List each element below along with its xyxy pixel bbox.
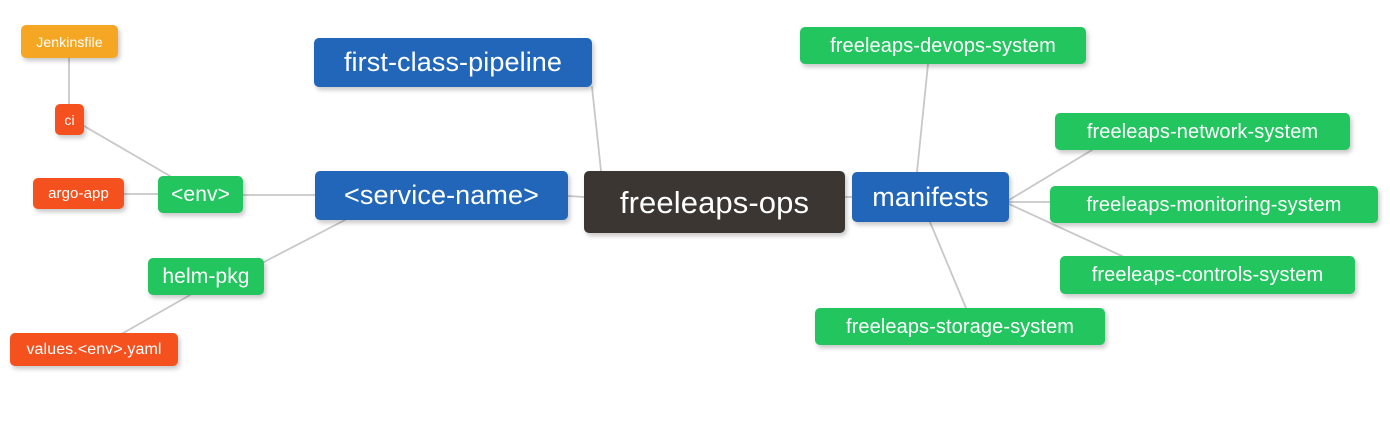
node-label-manifests: manifests — [872, 181, 989, 212]
edge-env-to-ci — [83, 125, 171, 177]
node-controls-system[interactable]: freeleaps-controls-system — [1060, 256, 1355, 294]
node-ci[interactable]: ci — [55, 104, 84, 135]
node-label-ci: ci — [64, 111, 75, 128]
node-label-monitoring-system: freeleaps-monitoring-system — [1086, 193, 1342, 216]
node-label-service-name: <service-name> — [344, 180, 539, 210]
node-label-helm-pkg: helm-pkg — [162, 265, 250, 288]
node-label-storage-system: freeleaps-storage-system — [845, 315, 1075, 338]
node-freeleaps-ops[interactable]: freeleaps-ops — [584, 171, 845, 233]
node-label-argo-app: argo-app — [48, 185, 109, 202]
node-helm-pkg[interactable]: helm-pkg — [148, 258, 264, 295]
edge-manifests-to-devops-system — [916, 63, 929, 173]
node-network-system[interactable]: freeleaps-network-system — [1055, 113, 1350, 150]
node-storage-system[interactable]: freeleaps-storage-system — [815, 308, 1105, 345]
node-devops-system[interactable]: freeleaps-devops-system — [800, 27, 1086, 64]
node-label-network-system: freeleaps-network-system — [1086, 120, 1319, 143]
node-label-values-yaml: values.<env>.yaml — [26, 340, 162, 358]
node-label-freeleaps-ops: freeleaps-ops — [619, 184, 810, 220]
node-label-env: <env> — [171, 183, 230, 206]
edge-freeleaps-ops-to-service-name — [567, 195, 585, 198]
node-jenkinsfile[interactable]: Jenkinsfile — [21, 25, 118, 58]
node-label-controls-system: freeleaps-controls-system — [1091, 264, 1324, 286]
edge-helm-pkg-to-values-yaml — [117, 294, 191, 337]
node-argo-app[interactable]: argo-app — [33, 178, 124, 209]
node-monitoring-system[interactable]: freeleaps-monitoring-system — [1050, 186, 1378, 223]
node-label-devops-system: freeleaps-devops-system — [830, 34, 1056, 57]
node-label-first-class-pipeline: first-class-pipeline — [343, 47, 563, 77]
node-manifests[interactable]: manifests — [852, 172, 1009, 222]
node-label-jenkinsfile: Jenkinsfile — [36, 33, 103, 50]
node-first-class-pipeline[interactable]: first-class-pipeline — [314, 38, 592, 87]
edge-service-name-to-helm-pkg — [263, 219, 346, 263]
edge-manifests-to-storage-system — [929, 221, 967, 309]
node-env[interactable]: <env> — [158, 176, 243, 213]
edge-freeleaps-ops-to-first-class-pipeline — [591, 86, 602, 172]
node-values-yaml[interactable]: values.<env>.yaml — [10, 333, 178, 366]
node-service-name[interactable]: <service-name> — [315, 171, 568, 220]
